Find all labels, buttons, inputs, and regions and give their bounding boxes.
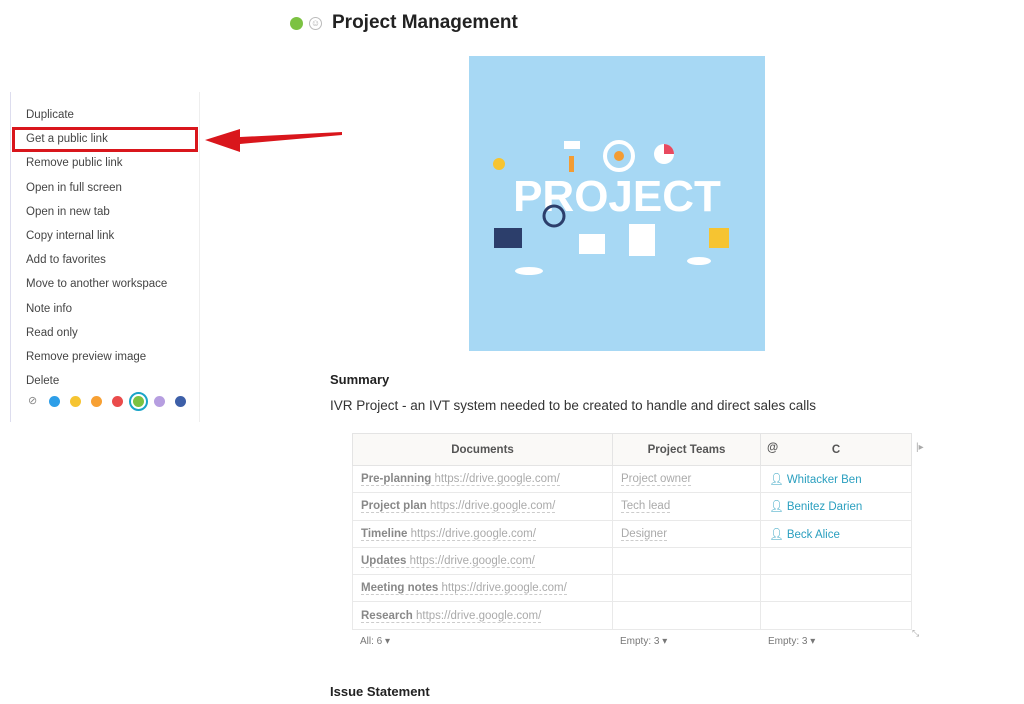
person-cell[interactable]: [760, 574, 912, 603]
team-cell[interactable]: Tech lead: [612, 492, 761, 521]
color-swatch[interactable]: [154, 396, 165, 407]
issue-heading: Issue Statement: [330, 684, 430, 699]
person-cell[interactable]: [760, 546, 912, 576]
document-url[interactable]: https://drive.google.com/: [409, 555, 535, 568]
menu-item-move-to-another-workspace[interactable]: Move to another workspace: [26, 278, 168, 291]
team-role: Project owner: [621, 473, 692, 487]
menu-item-add-to-favorites[interactable]: Add to favorites: [26, 254, 106, 267]
page-title[interactable]: Project Management: [332, 12, 518, 33]
page-header: ☺ Project Management: [290, 12, 518, 34]
menu-item-get-a-public-link[interactable]: Get a public link: [26, 133, 108, 146]
document-name: Updates: [361, 555, 407, 568]
document-url[interactable]: https://drive.google.com/: [430, 500, 556, 513]
document-cell[interactable]: Research https://drive.google.com/: [352, 601, 613, 630]
expand-column-icon[interactable]: |▸: [916, 442, 924, 453]
color-swatch[interactable]: [112, 396, 123, 407]
menu-item-delete[interactable]: Delete: [26, 375, 60, 388]
team-cell[interactable]: [612, 546, 761, 576]
person-icon: 👤︎: [769, 474, 784, 487]
person-name[interactable]: Whitacker Ben: [786, 474, 862, 487]
column-header-documents[interactable]: Documents: [352, 433, 613, 466]
person-cell[interactable]: 👤︎ Beck Alice: [760, 519, 912, 548]
documents-table: Documents Project Teams @C Pre-planning …: [352, 433, 912, 630]
document-name: Meeting notes: [361, 582, 439, 595]
column-header-c[interactable]: @C: [760, 433, 912, 466]
menu-item-duplicate[interactable]: Duplicate: [26, 109, 74, 121]
table-row: Project plan https://drive.google.com/Te…: [352, 492, 912, 521]
menu-item-open-in-full-screen[interactable]: Open in full screen: [26, 181, 122, 194]
color-swatch[interactable]: [49, 396, 60, 407]
column-header-label: C: [831, 443, 841, 456]
highlight-box: [12, 127, 198, 152]
person-cell[interactable]: 👤︎ Whitacker Ben: [760, 464, 912, 494]
menu-item-open-in-new-tab[interactable]: Open in new tab: [26, 205, 110, 218]
summary-heading: Summary: [330, 372, 390, 387]
document-cell[interactable]: Meeting notes https://drive.google.com/: [352, 574, 613, 603]
status-dot-icon[interactable]: [290, 16, 303, 30]
menu-item-remove-public-link[interactable]: Remove public link: [26, 157, 123, 170]
document-url[interactable]: https://drive.google.com/: [416, 609, 542, 622]
hero-text: PROJECT: [513, 172, 721, 221]
context-menu: [10, 92, 200, 422]
color-swatch[interactable]: [70, 396, 81, 407]
summary-text[interactable]: IVR Project - an IVT system needed to be…: [330, 398, 817, 413]
menu-item-note-info[interactable]: Note info: [26, 302, 73, 315]
no-color-icon[interactable]: ⊘: [28, 395, 38, 407]
team-cell[interactable]: [612, 574, 761, 603]
table-row: Updates https://drive.google.com/: [352, 546, 912, 576]
color-swatch[interactable]: [129, 392, 148, 411]
person-name[interactable]: Beck Alice: [786, 528, 840, 541]
document-cell[interactable]: Project plan https://drive.google.com/: [352, 492, 613, 521]
footer-count-documents[interactable]: All: 6 ▾: [360, 636, 391, 647]
document-name: Pre-planning: [361, 473, 432, 486]
document-url[interactable]: https://drive.google.com/: [441, 582, 567, 595]
person-cell[interactable]: [760, 601, 912, 630]
footer-count-teams[interactable]: Empty: 3 ▾: [620, 636, 668, 647]
document-cell[interactable]: Timeline https://drive.google.com/: [352, 519, 613, 548]
team-cell[interactable]: Project owner: [612, 464, 761, 494]
document-url[interactable]: https://drive.google.com/: [410, 527, 536, 540]
team-role: Tech lead: [621, 500, 671, 514]
document-cell[interactable]: Updates https://drive.google.com/: [352, 546, 613, 576]
emoji-icon[interactable]: ☺: [309, 16, 322, 30]
document-cell[interactable]: Pre-planning https://drive.google.com/: [352, 464, 613, 494]
table-row: Meeting notes https://drive.google.com/: [352, 574, 912, 603]
document-name: Timeline: [361, 527, 408, 540]
mention-icon: @: [767, 442, 779, 454]
menu-item-read-only[interactable]: Read only: [26, 326, 78, 339]
document-name: Research: [361, 609, 413, 622]
red-arrow-icon: [205, 129, 342, 152]
person-icon: 👤︎: [769, 501, 784, 514]
table-row: Timeline https://drive.google.com/Design…: [352, 519, 912, 548]
resize-table-icon[interactable]: ⤡: [912, 628, 920, 638]
document-name: Project plan: [361, 500, 427, 513]
person-cell[interactable]: 👤︎ Benitez Darien: [760, 492, 912, 521]
table-row: Research https://drive.google.com/: [352, 601, 912, 630]
preview-image: PROJECT: [469, 56, 765, 351]
person-name[interactable]: Benitez Darien: [786, 501, 863, 514]
menu-item-copy-internal-link[interactable]: Copy internal link: [26, 230, 115, 242]
table-row: Pre-planning https://drive.google.com/Pr…: [352, 464, 912, 494]
column-header-project-teams[interactable]: Project Teams: [612, 433, 761, 466]
person-icon: 👤︎: [769, 528, 784, 541]
color-swatch[interactable]: [91, 396, 102, 407]
document-url[interactable]: https://drive.google.com/: [434, 473, 560, 486]
team-cell[interactable]: Designer: [612, 519, 761, 548]
footer-count-c[interactable]: Empty: 3 ▾: [768, 636, 816, 647]
color-picker: ⊘: [28, 392, 186, 411]
team-role: Designer: [621, 527, 668, 541]
menu-item-remove-preview-image[interactable]: Remove preview image: [26, 351, 147, 363]
color-swatch[interactable]: [175, 396, 186, 407]
team-cell[interactable]: [612, 601, 761, 630]
